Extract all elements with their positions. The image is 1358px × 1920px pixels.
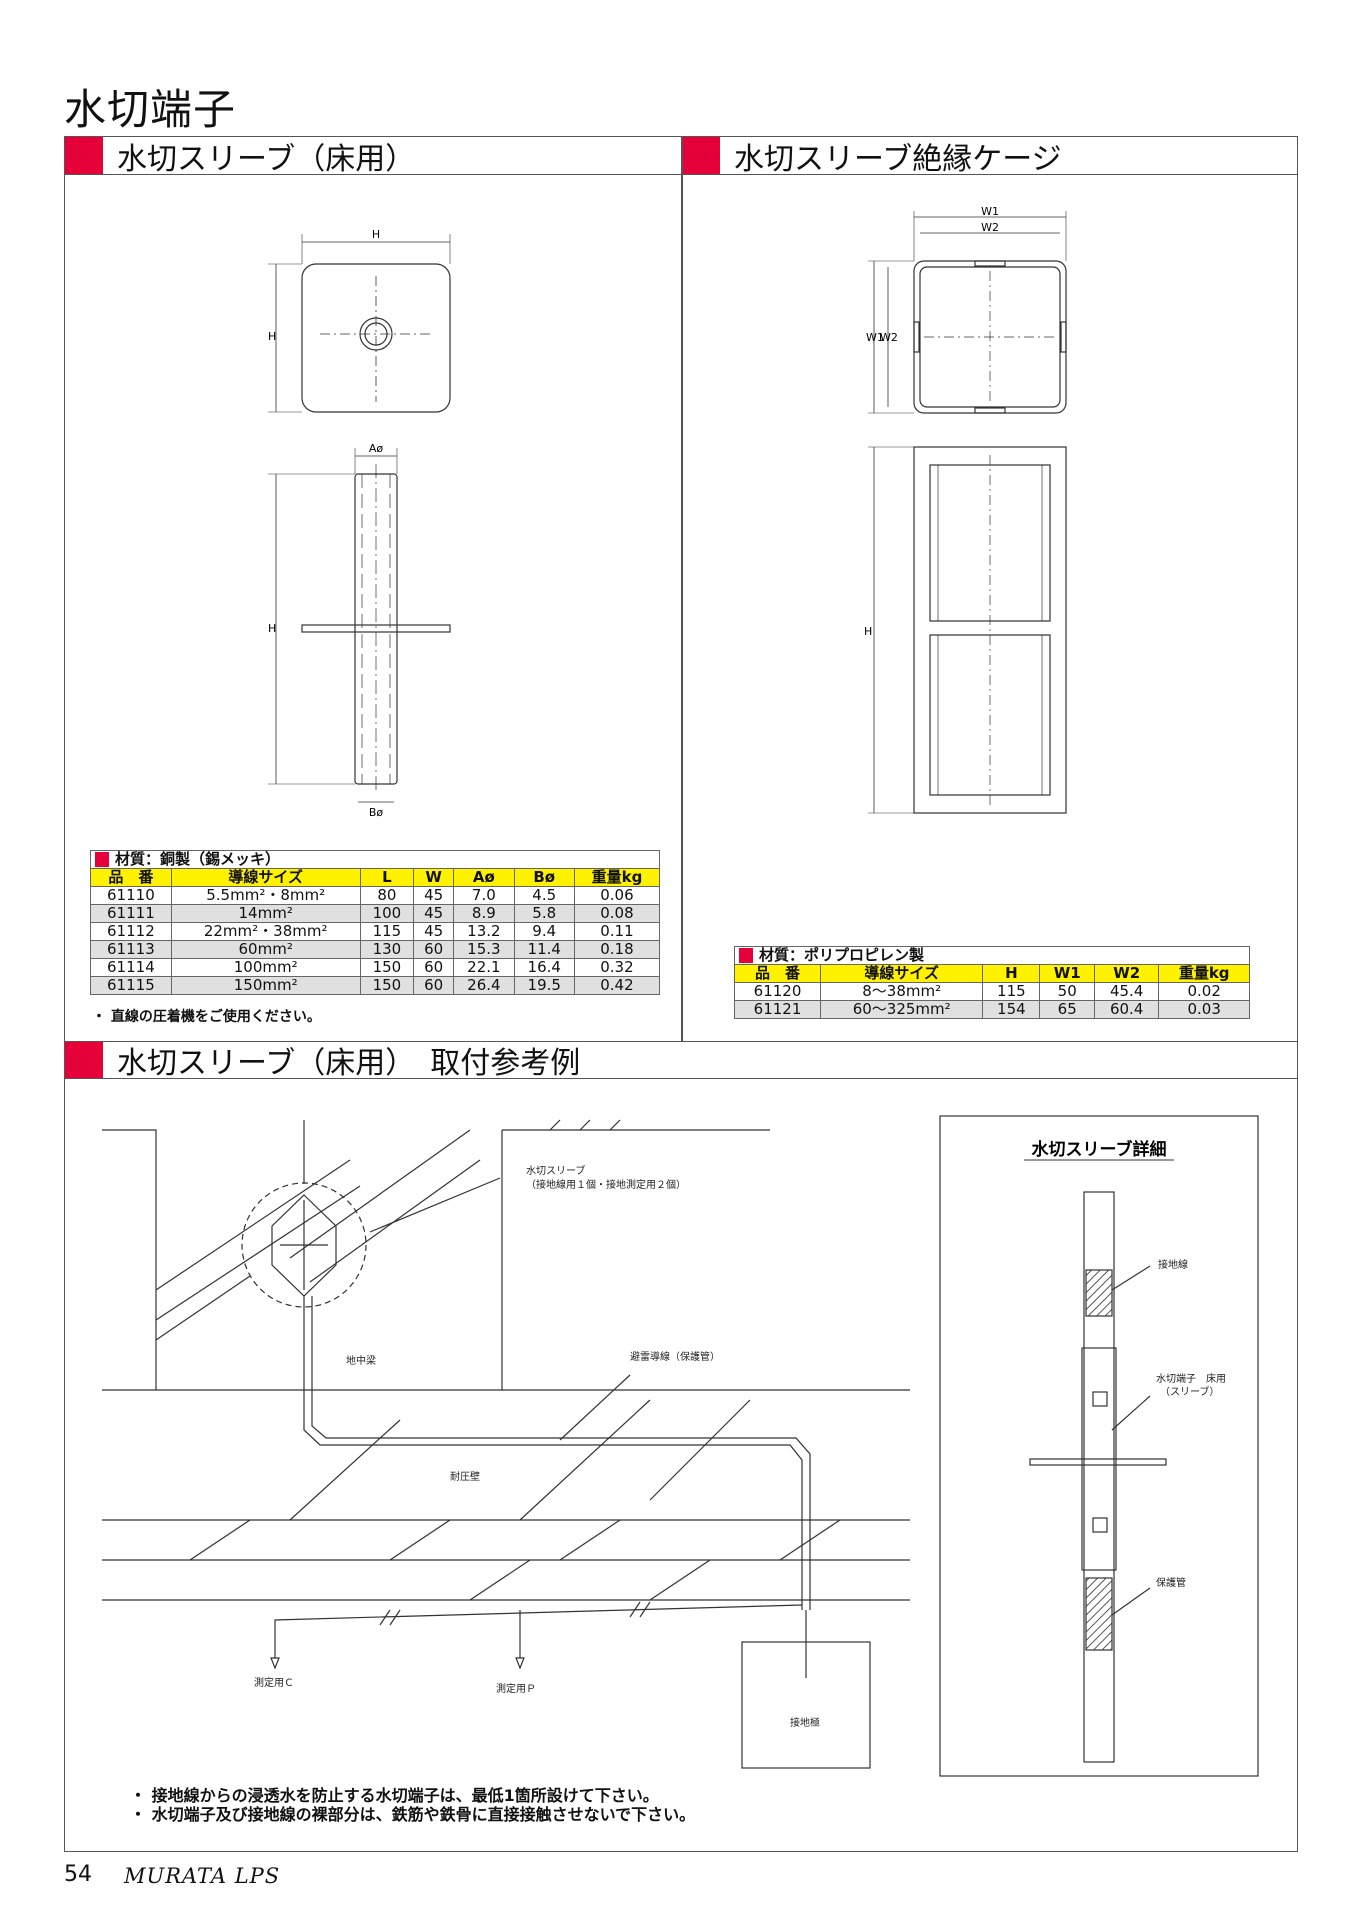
terminal-label: 水切端子 床用 xyxy=(1156,1372,1226,1385)
sleeve-callout: 水切スリーブ xyxy=(526,1164,585,1177)
dim-label-h: H xyxy=(864,625,872,638)
install-note: ・ 接地線からの浸透水を防止する水切端子は、最低1箇所設けて下さい。 xyxy=(130,1786,659,1805)
cage-side-view xyxy=(913,446,1067,814)
sleeve-callout-detail: （接地線用１個・接地測定用２個） xyxy=(526,1178,686,1191)
ground-electrode-box xyxy=(741,1641,871,1769)
section-marker xyxy=(65,1042,103,1078)
sleeve-plate-top-view xyxy=(301,263,451,413)
column-divider xyxy=(681,137,683,1042)
electrode-label: 接地極 xyxy=(790,1716,820,1729)
material-caption: 材質：銅製（錫メッキ） xyxy=(90,850,660,869)
section-header-sleeve-cage: 水切スリーブ絶縁ケージ xyxy=(682,137,1297,177)
dim-label-a-dia: Aø xyxy=(369,442,384,455)
measure-p-label: 測定用Ｐ xyxy=(496,1682,536,1695)
dim-label-h: H xyxy=(372,228,380,241)
page-number: 54 xyxy=(64,1862,92,1887)
section-title: 水切スリーブ（床用） xyxy=(117,141,416,177)
dim-label-b-dia: Bø xyxy=(369,806,384,819)
dim-label-h: H xyxy=(268,622,276,635)
wall-label: 耐圧壁 xyxy=(450,1470,480,1483)
section-title: 水切スリーブ（床用） 取付参考例 xyxy=(117,1046,581,1081)
sleeve-detail-box xyxy=(939,1115,1259,1777)
dim-label-w1: W1 xyxy=(981,205,999,218)
dim-label-h: H xyxy=(268,330,276,343)
page-title: 水切端子 xyxy=(64,85,237,134)
measure-c-label: 測定用Ｃ xyxy=(254,1676,294,1689)
dim-label-w2: W2 xyxy=(981,221,999,234)
installation-example-drawing: 水切スリーブ （接地線用１個・接地測定用２個） 地中梁 避雷導線（保護管） 耐圧… xyxy=(102,1115,1259,1777)
section-title: 水切スリーブ絶縁ケージ xyxy=(734,141,1062,177)
section-header-sleeve-floor: 水切スリーブ（床用） xyxy=(65,137,681,177)
caption-marker xyxy=(739,948,753,963)
content-frame xyxy=(64,136,1298,1852)
crimp-note: ・ 直線の圧着機をご使用ください。 xyxy=(92,1009,321,1025)
protect-pipe-label: 保護管 xyxy=(1156,1576,1186,1589)
install-notes: ・ 接地線からの浸透水を防止する水切端子は、最低1箇所設けて下さい。 ・ 水切端… xyxy=(130,1786,695,1824)
dim-label-w1: W1 xyxy=(866,331,884,344)
material-caption: 材質：ポリプロピレン製 xyxy=(734,946,1250,965)
sleeve-floor-drawing: H H Aø H Bø xyxy=(268,228,451,819)
section-marker xyxy=(65,137,103,174)
caption-marker xyxy=(95,852,109,867)
section-marker xyxy=(682,137,720,174)
dim-label-w2: W2 xyxy=(880,331,898,344)
section-header-install: 水切スリーブ（床用） 取付参考例 xyxy=(65,1041,1297,1081)
terminal-label-sub: （スリーブ） xyxy=(1160,1385,1219,1398)
sleeve-cage-drawing: W1 W2 W1 W2 H xyxy=(864,205,1067,814)
detail-title: 水切スリーブ詳細 xyxy=(1032,1139,1167,1160)
conductor-label: 避雷導線（保護管） xyxy=(630,1350,720,1363)
ground-wire-label: 接地線 xyxy=(1158,1258,1188,1271)
beam-label: 地中梁 xyxy=(346,1354,376,1367)
brand-name: MURATA LPS xyxy=(124,1864,281,1888)
install-note: ・ 水切端子及び接地線の裸部分は、鉄筋や鉄骨に直接接触させないで下さい。 xyxy=(130,1805,696,1824)
